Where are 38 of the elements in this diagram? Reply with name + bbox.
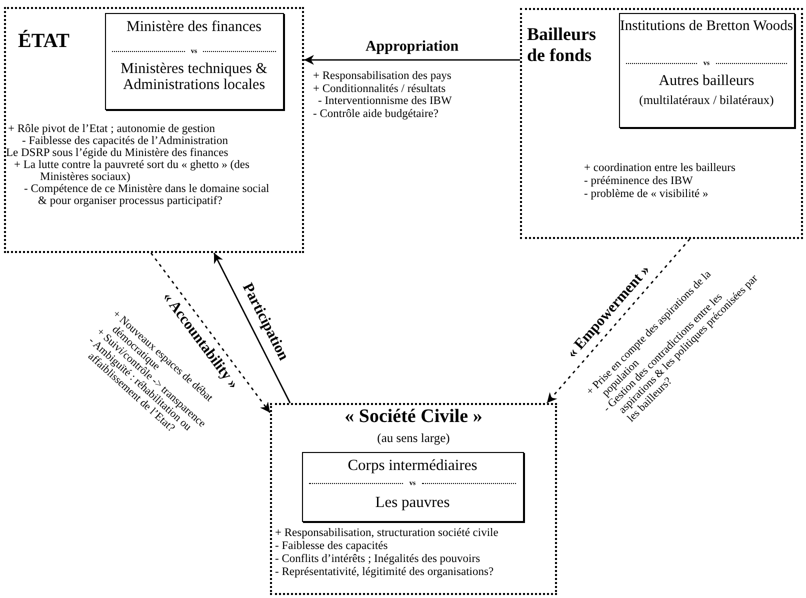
- bullet-point: - Compétence de ce Ministère dans le domaine social & pour organiser processus participatif?: [24, 183, 270, 208]
- bullet-point: - Contrôle aide budgétaire?: [313, 108, 440, 120]
- arrow: [213, 252, 291, 404]
- bullet-point: - Faiblesse des capacités de l’Administration: [22, 135, 229, 148]
- bullet-point: - Faiblesse des capacités: [275, 540, 389, 552]
- bullet-point: - Interventionnisme des IBW: [318, 95, 453, 108]
- bullet-point: Le DSRP sous l’égide du Ministère des finances: [6, 147, 230, 160]
- arrow: [546, 238, 690, 404]
- arrow: [304, 54, 520, 65]
- bullet-point: + Conditionnalités / résultats: [313, 82, 447, 95]
- box-heading: Autres bailleurs: [658, 74, 756, 90]
- box-heading: Corps intermédiaires: [346, 458, 478, 474]
- box-heading: Institutions de Bretton Woods: [620, 18, 793, 35]
- box-heading: Ministère des finances: [126, 20, 262, 36]
- bullet-point: - problème de « visibilité »: [584, 188, 710, 200]
- comparison-panel: [105, 13, 284, 110]
- bullet-point: - prééminence des IBW: [584, 175, 694, 188]
- actor-panel: [270, 403, 557, 595]
- bullet-point: + Rôle pivot de l’Etat ; autonomie de gestion: [8, 123, 216, 136]
- actor-panel: [520, 8, 803, 239]
- box-subtitle: (multilatéraux / bilatéraux): [638, 94, 775, 108]
- bullet-point: - Représentativité, légitimité des organisations?: [275, 566, 495, 578]
- box-heading: Les pauvres: [374, 495, 451, 512]
- edge-label: Appropriation: [363, 38, 461, 56]
- panel-heading: « Société Civile »: [344, 407, 484, 427]
- panel-subtitle: (au sens large): [376, 432, 451, 446]
- comparison-panel: [302, 452, 524, 522]
- bullet-point: + Responsabilisation des pays: [313, 70, 452, 82]
- panel-heading: ÉTAT: [18, 31, 70, 52]
- arrow: [150, 252, 271, 414]
- comparison-panel: [619, 13, 795, 128]
- box-heading: Ministères techniques & Administrations locales: [120, 62, 268, 94]
- bullet-point: - Conflits d’intérêts ; Inégalités des pouvoirs: [275, 553, 482, 566]
- panel-heading: Bailleurs de fonds: [527, 24, 598, 66]
- bullet-point: + coordination entre les bailleurs: [584, 162, 736, 174]
- bullet-point: + La lutte contre la pauvreté sort du « ghetto » (des Ministères sociaux): [14, 159, 250, 184]
- bullet-point: + Responsabilisation, structuration société civile: [275, 527, 500, 540]
- actor-panel: [4, 7, 304, 253]
